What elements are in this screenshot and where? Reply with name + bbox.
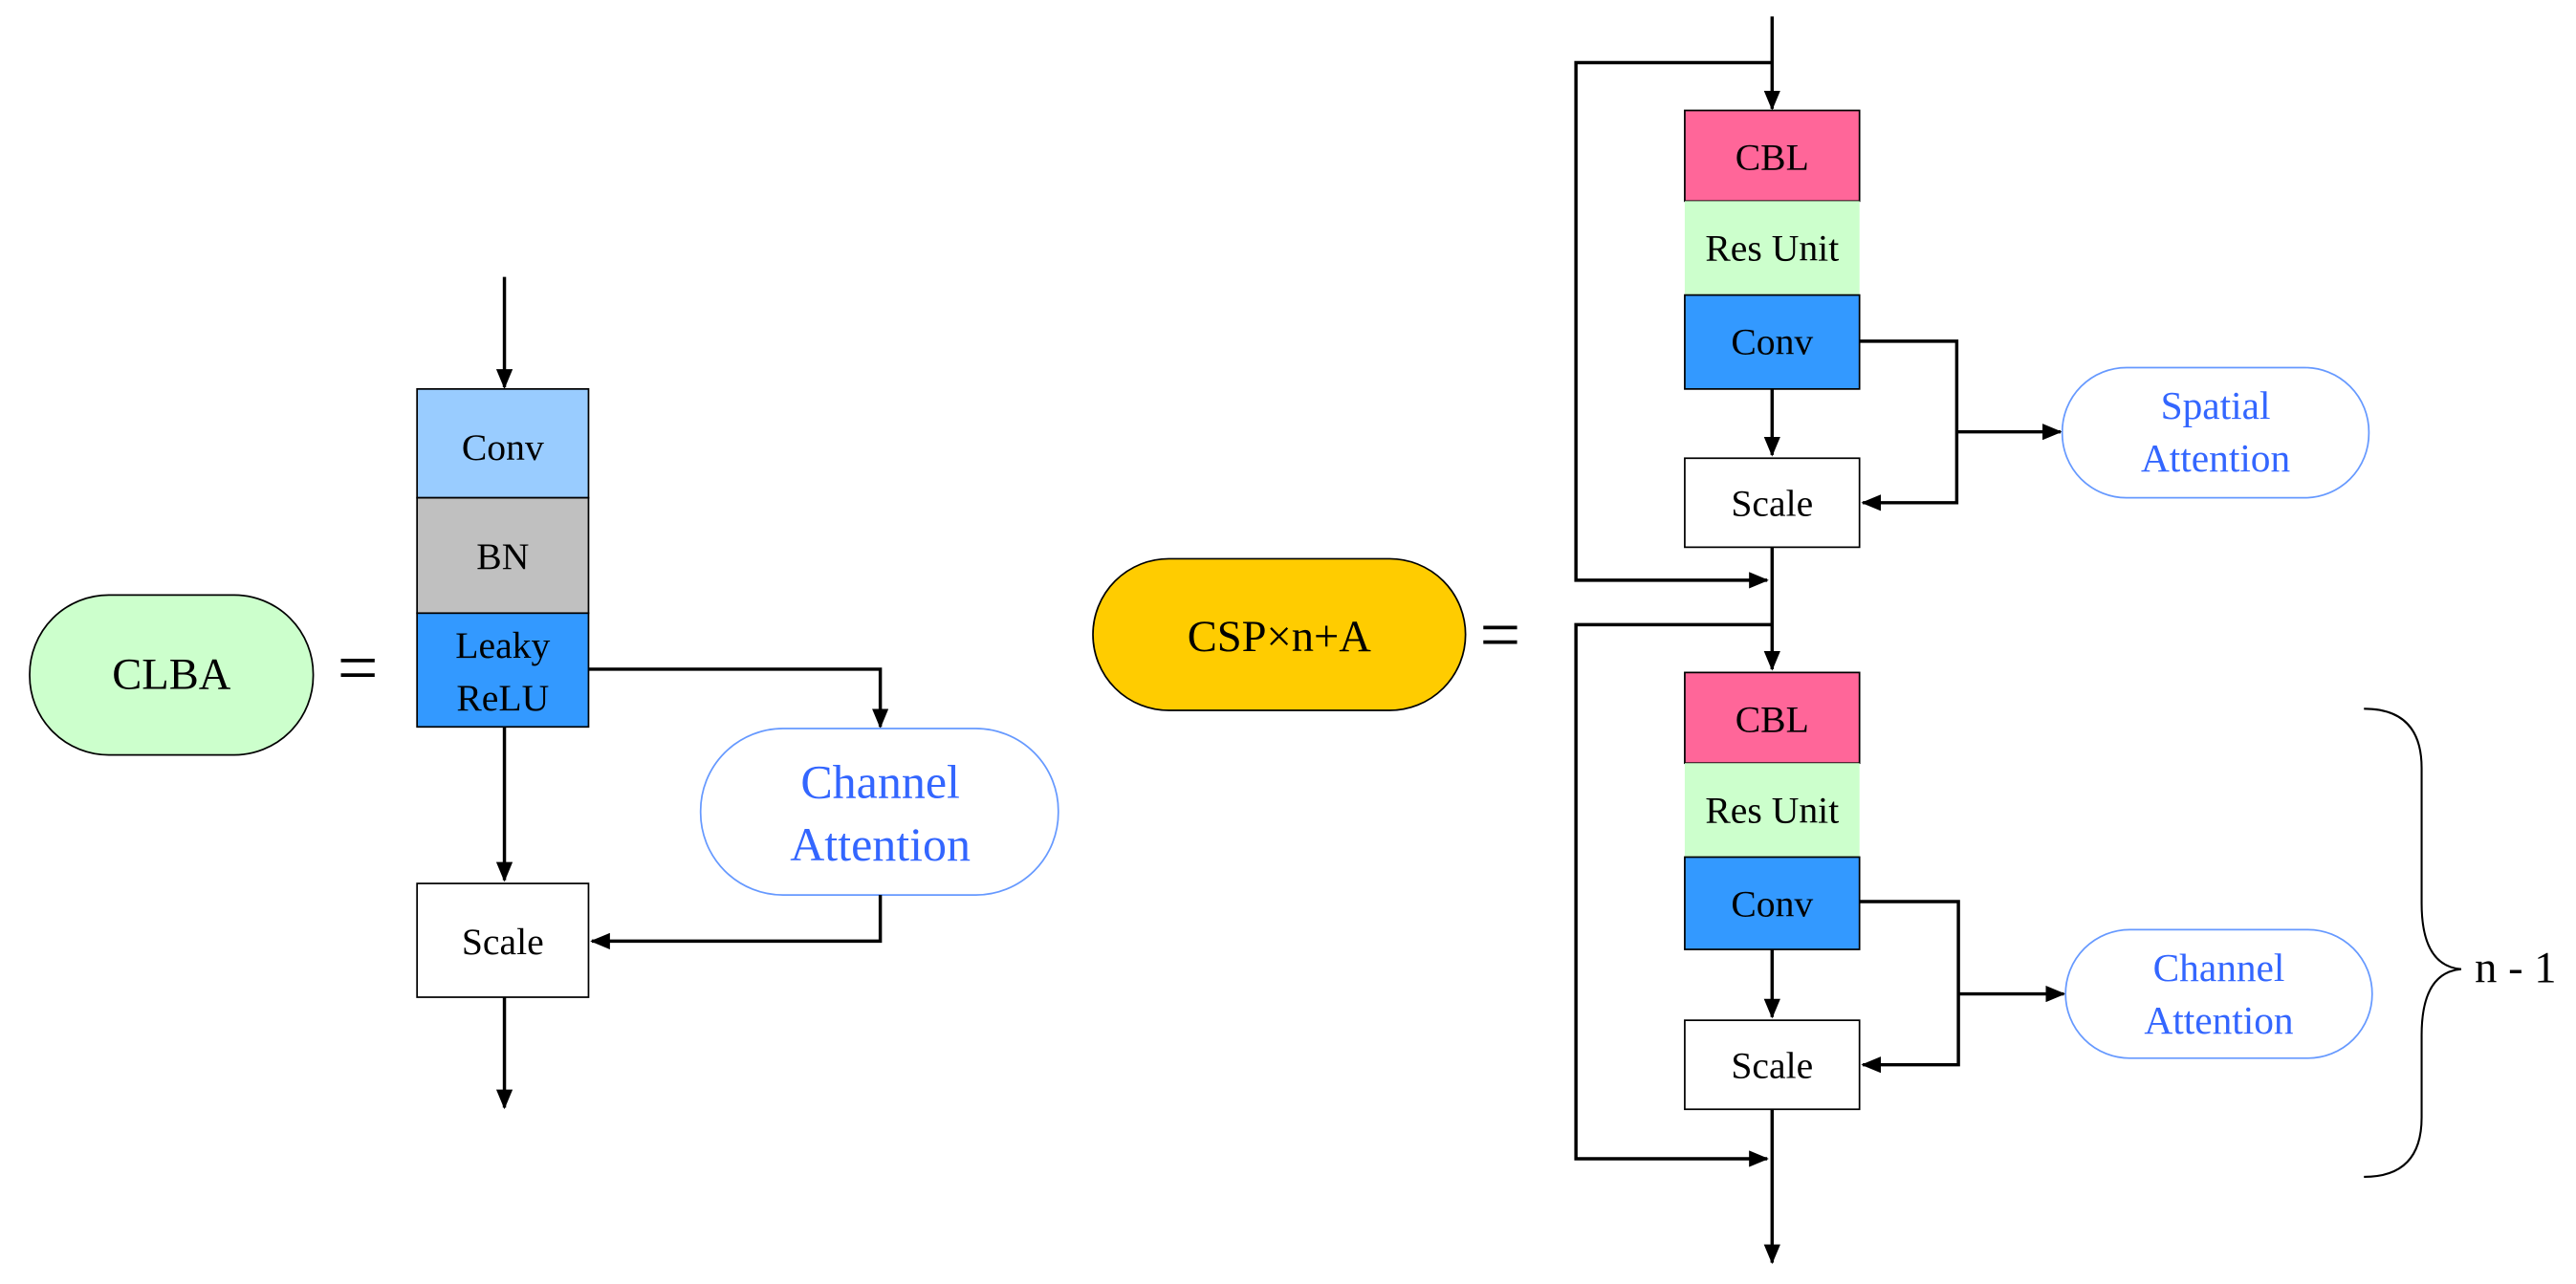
clba-conv-label: Conv — [462, 426, 544, 468]
csp-channel-line1: Channel — [2153, 946, 2285, 990]
clba-scale-label: Scale — [462, 921, 544, 963]
csp-top-conv-branch — [1859, 339, 1959, 511]
repeat-label: n - 1 — [2475, 945, 2556, 993]
clba-label: CLBA — [112, 651, 230, 700]
csp-label: CSP×n+A — [1188, 613, 1372, 662]
csp-top-shortcut — [1574, 60, 1773, 589]
csp-bottom-res-label: Res Unit — [1705, 789, 1839, 831]
clba-relu-label: ReLU — [456, 677, 549, 719]
csp-bottom-res-block — [1684, 763, 1860, 858]
clba-pill — [29, 594, 315, 756]
csp-top-scale-block — [1684, 457, 1861, 549]
csp-top-scale-label: Scale — [1731, 483, 1813, 525]
csp-spatial-line2: Attention — [2141, 436, 2291, 480]
clba-leaky-relu-block — [416, 612, 590, 729]
clba-bn-label: BN — [476, 535, 529, 577]
csp-top-cbl-label: CBL — [1736, 137, 1809, 179]
csp-top-conv-label: Conv — [1731, 321, 1813, 363]
csp-spatial-line1: Spatial — [2161, 383, 2271, 427]
csp-top-res-block — [1684, 201, 1860, 295]
csp-equals: = — [1479, 596, 1520, 676]
csp-bottom-conv-label: Conv — [1731, 883, 1813, 925]
csp-channel-line2: Attention — [2144, 998, 2294, 1042]
clba-scale-block — [416, 882, 590, 998]
clba-attention-line2: Attention — [790, 817, 971, 871]
clba-conv-block — [416, 388, 590, 499]
clba-attention-line1: Channel — [800, 754, 960, 808]
repeat-brace — [2364, 707, 2462, 1178]
csp-bottom-cbl-block — [1684, 671, 1861, 765]
csp-spatial-attention — [2061, 366, 2370, 499]
csp-channel-attention — [2064, 928, 2373, 1059]
clba-attention-to-scale-arrow — [590, 895, 883, 950]
clba-leaky-label: Leaky — [455, 624, 550, 666]
csp-top-res-label: Res Unit — [1705, 227, 1839, 269]
csp-top-conv-block — [1684, 294, 1861, 390]
csp-bottom-conv-block — [1684, 856, 1861, 950]
csp-pill — [1092, 557, 1467, 711]
csp-bottom-shortcut — [1574, 622, 1773, 1167]
csp-section: CSP×n+A = CBL Res Unit Conv Spatial Atte… — [1092, 16, 2556, 1265]
clba-leaky-to-attention-arrow — [588, 667, 889, 729]
csp-bottom-cbl-label: CBL — [1736, 698, 1809, 740]
csp-bottom-scale-block — [1684, 1019, 1861, 1111]
csp-top-cbl-block — [1684, 109, 1861, 203]
clba-equals: = — [338, 628, 379, 708]
csp-bottom-scale-label: Scale — [1731, 1044, 1813, 1086]
csp-bottom-conv-branch — [1859, 900, 1960, 1074]
clba-section: CLBA = Conv BN Leaky ReLU Channel Attent… — [29, 276, 1059, 1110]
